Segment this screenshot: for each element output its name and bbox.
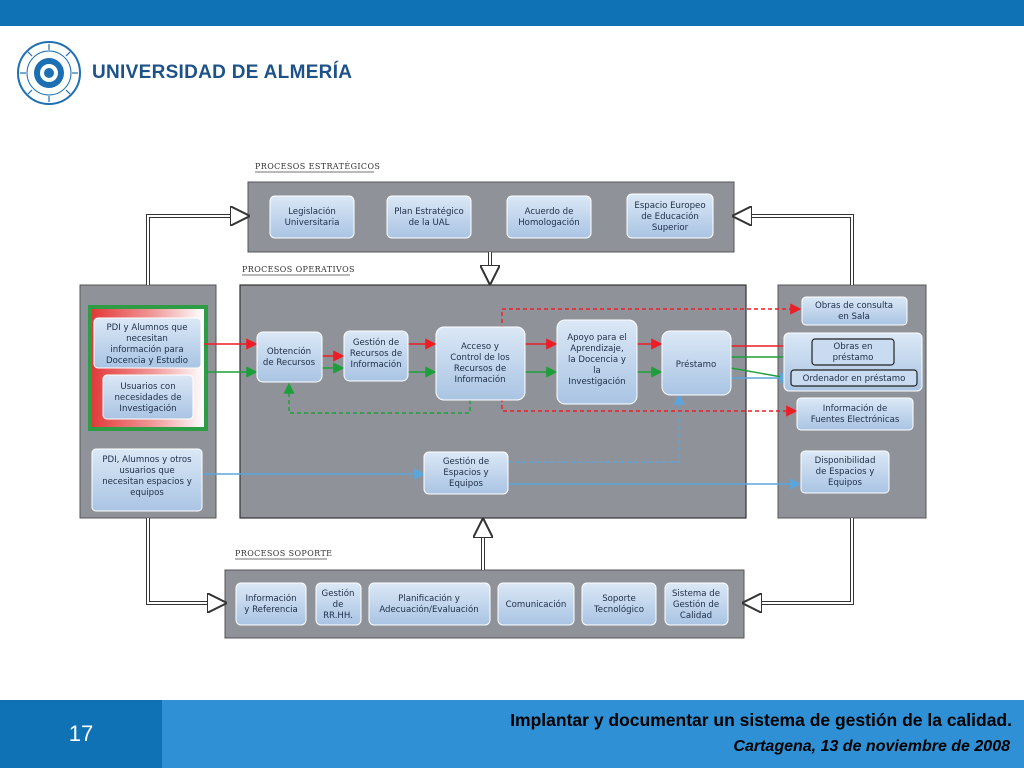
process-map-diagram: PROCESOS ESTRATÉGICOS PROCESOS OPERATIVO… bbox=[79, 162, 927, 639]
footer-bar bbox=[0, 700, 1024, 768]
section-header-soporte: PROCESOS SOPORTE bbox=[235, 549, 332, 558]
page-number: 17 bbox=[0, 700, 162, 768]
top-bar bbox=[0, 0, 1024, 26]
section-header-operativos: PROCESOS OPERATIVOS bbox=[242, 265, 355, 274]
output-node-ordenador-prestamo: Ordenador en préstamo bbox=[790, 369, 918, 387]
support-node-comunicacion: Comunicación bbox=[497, 582, 575, 626]
footer-title: Implantar y documentar un sistema de ges… bbox=[510, 710, 1012, 730]
svg-text:Préstamo: Préstamo bbox=[676, 359, 716, 370]
section-header-estrategicos: PROCESOS ESTRATÉGICOS bbox=[255, 162, 380, 171]
svg-text:Comunicación: Comunicación bbox=[506, 599, 567, 610]
svg-text:Ordenador en préstamo: Ordenador en préstamo bbox=[803, 373, 906, 384]
university-name: UNIVERSIDAD DE ALMERÍA bbox=[92, 62, 353, 83]
footer-subtitle: Cartagena, 13 de noviembre de 2008 bbox=[733, 738, 1010, 755]
operative-node-prestamo: Préstamo bbox=[661, 330, 732, 396]
university-seal-logo bbox=[17, 41, 81, 105]
